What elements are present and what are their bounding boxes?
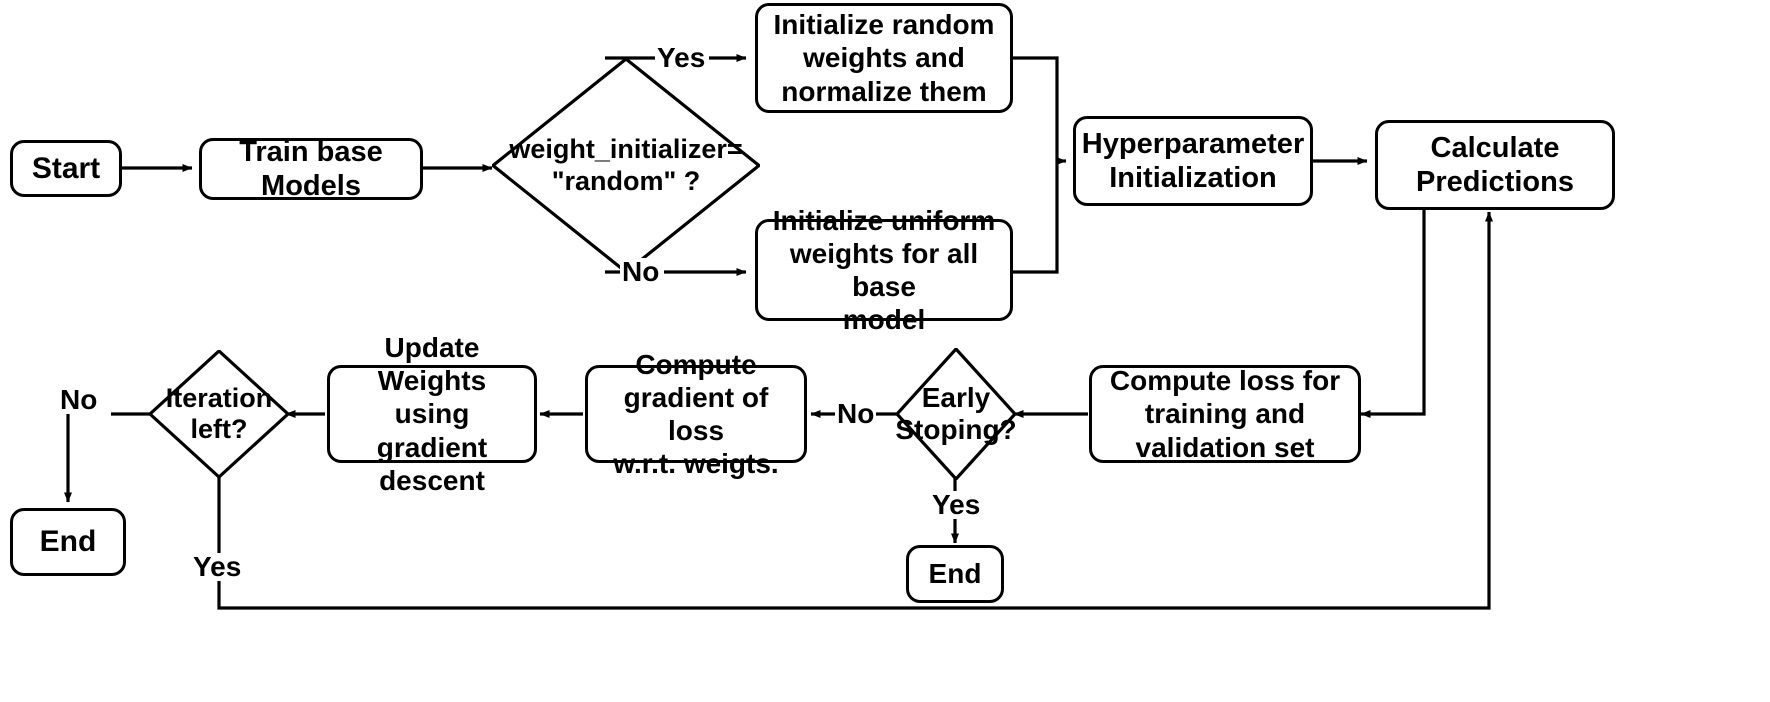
init-random-line2: weights and: [803, 42, 965, 74]
edge-label-yes-iteration: Yes: [191, 551, 244, 582]
edge-label-yes-early-stopping: Yes: [930, 489, 983, 520]
node-compute-loss[interactable]: Compute loss for training and validation…: [1089, 365, 1361, 463]
compute-loss-line1: Compute loss for: [1109, 365, 1341, 397]
compute-loss-line2: training and: [1144, 398, 1306, 430]
node-initialize-uniform-weights[interactable]: Initialize uniform weights for all base …: [755, 205, 1013, 335]
node-end-early-stop-label: End: [928, 558, 982, 590]
weight-initializer-line2: "random" ?: [551, 165, 701, 196]
init-uniform-line3: model: [842, 304, 926, 336]
node-early-stopping-decision-label: Early Stoping?: [895, 382, 1016, 446]
init-uniform-line2: weights for all base: [789, 237, 979, 302]
edge-label-no-iteration: No: [58, 384, 100, 415]
init-uniform-line1: Initialize uniform: [772, 204, 996, 236]
node-weight-initializer-decision[interactable]: weight_initializer= "random" ?: [492, 58, 760, 273]
calculate-predictions-line1: Calculate: [1430, 131, 1560, 164]
edge-label-no-early-stopping: No: [835, 398, 877, 429]
edge-init-uniform-to-bus: [1013, 161, 1059, 274]
update-weights-line1: Update Weights: [377, 332, 487, 397]
node-train-base-models-line2: Models: [261, 170, 361, 202]
compute-gradient-line1: Compute: [635, 348, 757, 380]
node-compute-gradient[interactable]: Compute gradient of loss w.r.t. weigts.: [585, 349, 807, 479]
compute-loss-line3: validation set: [1135, 431, 1315, 463]
node-end-left-label: End: [39, 525, 97, 559]
node-start-label: Start: [31, 151, 101, 185]
node-end-left[interactable]: End: [10, 508, 126, 576]
node-calculate-predictions[interactable]: Calculate Predictions: [1375, 120, 1615, 210]
weight-initializer-line1: weight_initializer=: [509, 134, 743, 165]
node-weight-initializer-decision-label: weight_initializer= "random" ?: [509, 134, 742, 196]
edge-init-random-to-bus: [1013, 56, 1059, 161]
early-stopping-line2: Stoping?: [895, 414, 1017, 445]
compute-gradient-line3: w.r.t. weigts.: [613, 448, 779, 480]
compute-gradient-line2: gradient of loss: [623, 381, 769, 446]
update-weights-line2: using gradient: [376, 398, 488, 463]
node-start[interactable]: Start: [10, 140, 122, 197]
node-early-stopping-decision[interactable]: Early Stoping?: [895, 348, 1017, 480]
node-iteration-left-decision-label: Iteration left?: [166, 383, 273, 445]
hyperparameter-line2: Initialization: [1109, 162, 1277, 194]
node-initialize-random-weights[interactable]: Initialize random weights and normalize …: [755, 3, 1013, 113]
node-update-weights[interactable]: Update Weights using gradient descent: [327, 332, 537, 496]
calculate-predictions-line2: Predictions: [1416, 166, 1574, 198]
node-iteration-left-decision[interactable]: Iteration left?: [149, 350, 289, 478]
node-train-base-models-line1: Train base: [239, 135, 383, 168]
edge-predictions-to-compute-loss: [1360, 210, 1426, 418]
node-train-base-models[interactable]: Train base Models: [199, 135, 423, 202]
update-weights-line3: descent: [379, 464, 485, 496]
edge-label-yes-random: Yes: [655, 42, 708, 73]
iteration-left-line2: left?: [190, 414, 248, 444]
hyperparameter-line1: Hyperparameter: [1081, 127, 1305, 160]
init-random-line1: Initialize random: [773, 9, 995, 41]
early-stopping-line1: Early: [921, 381, 991, 413]
edge-label-no-random: No: [620, 256, 662, 287]
iteration-left-line1: Iteration: [165, 382, 273, 413]
node-end-early-stop[interactable]: End: [906, 545, 1004, 603]
node-hyperparameter-initialization[interactable]: Hyperparameter Initialization: [1073, 116, 1313, 206]
init-random-line3: normalize them: [781, 75, 987, 107]
